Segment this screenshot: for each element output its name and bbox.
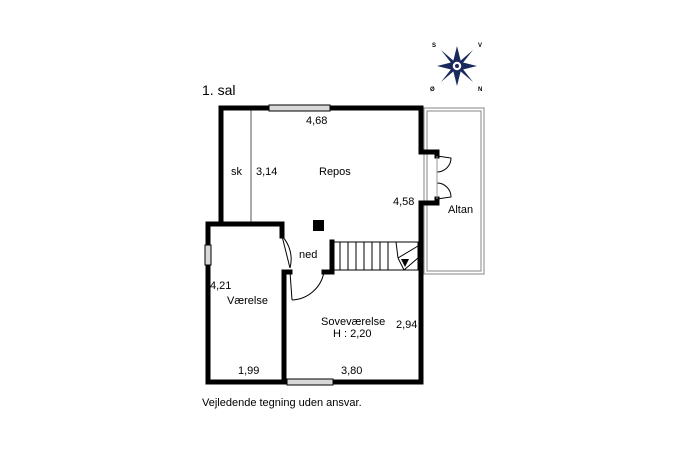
staircase bbox=[331, 241, 419, 271]
sovevaerelse-height: H : 2,20 bbox=[333, 328, 372, 340]
stairs-down-label: ned bbox=[299, 249, 317, 261]
floor-label: 1. sal bbox=[202, 82, 235, 98]
sovevaerelse-dimension-side: 2,94 bbox=[396, 319, 417, 331]
altan-label: Altan bbox=[448, 204, 473, 216]
vaerelse-label: Værelse bbox=[227, 295, 268, 307]
door-swings bbox=[281, 155, 452, 301]
balcony-outline bbox=[423, 107, 485, 275]
vaerelse-dimension-side: 4,21 bbox=[210, 280, 231, 292]
stair-direction-arrow-icon bbox=[401, 259, 409, 267]
compass-south-label: S bbox=[432, 43, 436, 49]
repos-label: Repos bbox=[319, 166, 351, 178]
compass-west-label: V bbox=[478, 43, 482, 49]
compass-north-label: N bbox=[478, 87, 482, 93]
windows bbox=[204, 104, 334, 386]
closet-label: sk bbox=[231, 166, 243, 178]
compass-east-label: Ø bbox=[430, 87, 435, 93]
repos-dimension-left: 3,14 bbox=[256, 166, 277, 178]
repos-dimension-right: 4,58 bbox=[393, 196, 414, 208]
sovevaerelse-label: Soveværelse bbox=[321, 316, 385, 328]
compass-icon bbox=[437, 46, 477, 86]
walls bbox=[205, 105, 440, 385]
sovevaerelse-dimension-bottom: 3,80 bbox=[341, 365, 362, 377]
disclaimer-text: Vejledende tegning uden ansvar. bbox=[202, 397, 362, 409]
vaerelse-dimension-bottom: 1,99 bbox=[238, 365, 259, 377]
repos-dimension-top: 4,68 bbox=[306, 115, 327, 127]
chimney bbox=[313, 220, 324, 231]
